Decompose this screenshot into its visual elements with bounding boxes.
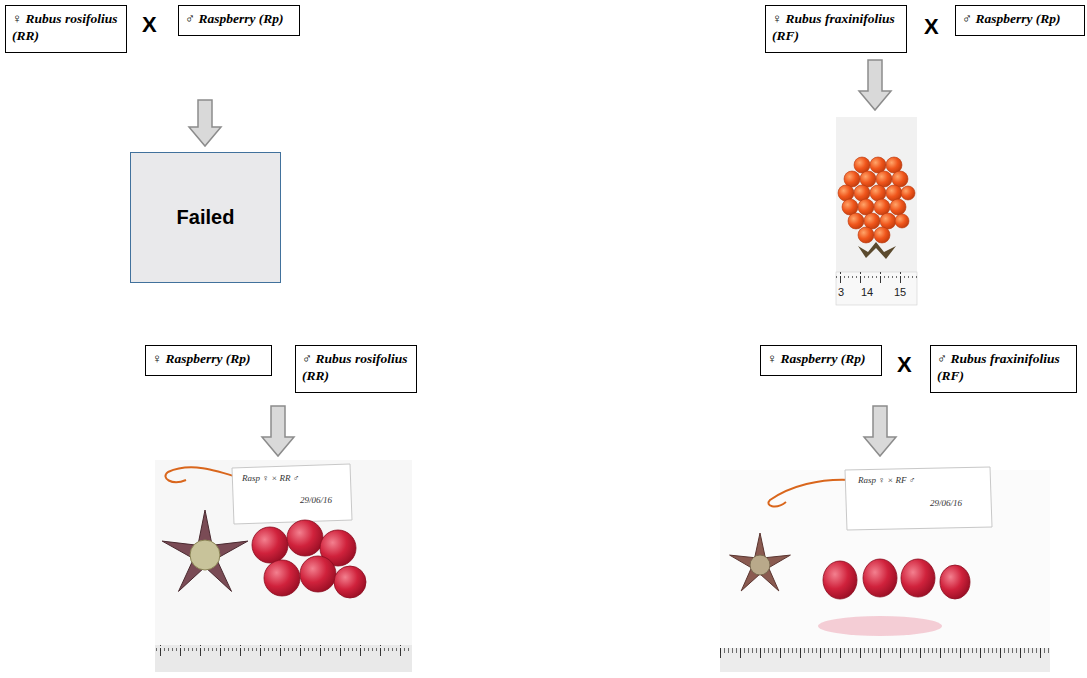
block-arrows: [189, 60, 896, 456]
orange-drupelets-part: [890, 199, 906, 215]
node-text: ♀ Rubus fraxinifolius (RF): [772, 11, 900, 45]
down-arrow: [859, 60, 891, 110]
ruler-number: 3: [838, 286, 844, 298]
node-text: ♀ Raspberry (Rp): [767, 351, 875, 368]
parent-box: ♀ Raspberry (Rp): [760, 345, 882, 376]
parent-box: ♂ Rubus rosifolius (RR): [295, 345, 417, 393]
calyx: [730, 533, 791, 591]
orange-drupelets: [838, 157, 915, 243]
tag-text: Rasp ♀ × RR ♂: [242, 473, 300, 483]
red-drupelets-part: [287, 520, 323, 556]
tag-text: Rasp ♀ × RF ♂: [858, 475, 916, 485]
ruler: [720, 648, 1050, 672]
orange-drupelets-part: [895, 214, 909, 228]
cross-sign: X: [897, 352, 912, 378]
ruler: [836, 272, 917, 305]
ruler-ticks: [836, 272, 917, 283]
red-drupelets-part: [264, 560, 300, 596]
orange-drupelets-part: [874, 199, 890, 215]
down-arrow: [262, 406, 294, 456]
tag-string: [165, 467, 240, 482]
orange-drupelets-part: [864, 213, 880, 229]
orange-drupelets-part: [848, 213, 864, 229]
orange-drupelets-part: [886, 157, 902, 173]
ruler-ticks: [720, 648, 1050, 659]
red-drupelets-part: [823, 561, 857, 599]
orange-drupelets-part: [844, 171, 860, 187]
red-drupelets-part: [863, 559, 897, 597]
parent-box: ♂ Raspberry (Rp): [955, 5, 1085, 36]
label-tag: [232, 464, 352, 524]
red-drupelets-part: [940, 565, 970, 599]
down-arrow: [864, 406, 896, 456]
orange-drupelets-part: [860, 171, 876, 187]
fruit-photo: [720, 467, 1050, 672]
node-text: ♂ Rubus rosifolius (RR): [302, 351, 410, 385]
orange-drupelets-part: [870, 185, 886, 201]
tag-string: [768, 480, 852, 507]
orange-drupelets-part: [874, 227, 890, 243]
node-text: ♀ Raspberry (Rp): [152, 351, 265, 368]
fruit-photo: [836, 117, 917, 305]
orange-drupelets-part: [838, 185, 854, 201]
orange-drupelets-part: [854, 157, 870, 173]
ruler: [155, 645, 412, 672]
receptacle: [190, 540, 220, 570]
parent-box: ♀ Rubus fraxinifolius (RF): [765, 5, 907, 53]
calyx-bits: [858, 242, 896, 259]
orange-drupelets-part: [886, 185, 902, 201]
red-drupelets: [252, 520, 366, 598]
node-text: Failed: [177, 206, 235, 229]
orange-drupelets-part: [876, 171, 892, 187]
parent-box: ♂ Raspberry (Rp): [178, 5, 300, 36]
red-drupelets-part: [252, 527, 288, 563]
red-drupelets-part: [300, 556, 336, 592]
cross-sign: X: [142, 12, 157, 38]
orange-drupelets-part: [858, 227, 874, 243]
parent-box: ♀ Raspberry (Rp): [145, 345, 272, 376]
parent-box: ♂ Rubus fraxinifolius (RF): [930, 345, 1077, 393]
orange-drupelets-part: [901, 186, 915, 200]
orange-drupelets-part: [854, 185, 870, 201]
result-box: Failed: [130, 152, 281, 283]
photo-ground: [155, 460, 412, 672]
calyx: [162, 510, 248, 591]
label-tag: [845, 467, 992, 530]
node-text: ♂ Raspberry (Rp): [185, 11, 293, 28]
orange-drupelets-part: [880, 213, 896, 229]
tag-text: 29/06/16: [300, 495, 332, 505]
juice-stain: [818, 616, 942, 636]
cross-sign: X: [924, 14, 939, 40]
orange-drupelets-part: [842, 199, 858, 215]
ruler-ticks: [155, 645, 412, 656]
node-text: ♂ Rubus fraxinifolius (RF): [937, 351, 1070, 385]
orange-drupelets-part: [892, 171, 908, 187]
red-drupelets: [823, 559, 970, 599]
node-text: ♂ Raspberry (Rp): [962, 11, 1078, 28]
red-drupelets-part: [901, 559, 935, 597]
parent-box: ♀ Rubus rosifolius (RR): [5, 5, 127, 53]
fruit-photo: [155, 460, 412, 672]
red-drupelets-part: [334, 566, 366, 598]
ruler-number: 14: [861, 286, 873, 298]
tag-text: 29/06/16: [930, 498, 962, 508]
orange-drupelets-part: [870, 157, 886, 173]
orange-drupelets-part: [858, 199, 874, 215]
receptacle: [750, 555, 770, 575]
ruler-number: 15: [894, 286, 906, 298]
photo-ground: [836, 117, 917, 305]
node-text: ♀ Rubus rosifolius (RR): [12, 11, 120, 45]
down-arrow: [189, 100, 221, 146]
